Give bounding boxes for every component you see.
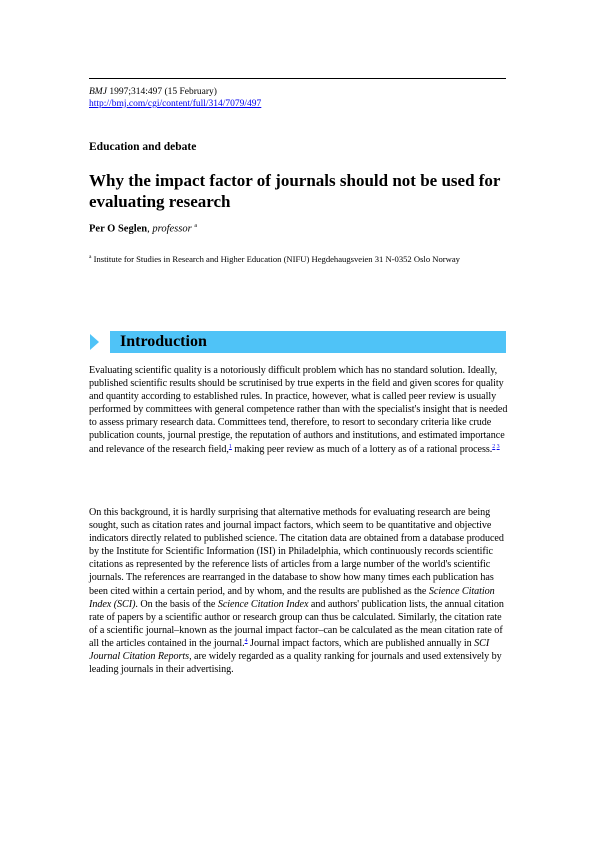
citation-line: BMJ 1997;314:497 (15 February) <box>89 86 261 98</box>
journal-name: BMJ <box>89 87 107 97</box>
affiliation-mark: a <box>89 254 92 260</box>
paragraph-1-text-a: Evaluating scientific quality is a notor… <box>89 365 508 455</box>
affiliation-text: Institute for Studies in Research and Hi… <box>91 253 460 264</box>
paragraph-2-text-c: and authors' publication lists, the annu… <box>89 598 504 649</box>
article-url-link[interactable]: http://bmj.com/cgi/content/full/314/7079… <box>89 99 262 109</box>
paragraph-2-text-d: Journal impact factors, which are publis… <box>247 637 475 649</box>
paragraph-2-text-a: On this background, it is hardly surpris… <box>89 507 504 597</box>
top-rule <box>89 78 506 79</box>
section-heading: Introduction <box>120 333 207 350</box>
paragraph-1: Evaluating scientific quality is a notor… <box>89 364 509 456</box>
reference-link-1[interactable]: 1 <box>228 443 232 450</box>
author-line: Per O Seglen, professor a <box>89 223 197 235</box>
sci-title-italic: Science Citation Index (SCI) <box>89 585 495 610</box>
arrow-icon <box>89 331 110 353</box>
paragraph-2-text-e: , are widely regarded as a quality ranki… <box>89 651 502 676</box>
author-separator: , <box>147 223 153 235</box>
section-label: Education and debate <box>89 141 197 153</box>
author-affiliation-mark: a <box>194 223 197 229</box>
reference-link-3[interactable]: 3 <box>496 443 500 450</box>
paragraph-1-text-b: making peer review as much of a lottery … <box>231 443 493 455</box>
section-heading-bar: Introduction <box>89 331 506 353</box>
sci-index-italic: Science Citation Index <box>217 598 309 610</box>
reference-link-2[interactable]: 2 <box>492 443 496 450</box>
citation-details: 1997;314:497 (15 February) <box>106 87 217 97</box>
author-role: professor <box>152 223 192 235</box>
reference-link-4[interactable]: 4 <box>244 637 248 644</box>
jcr-title-italic: SCI Journal Citation Reports <box>89 637 490 663</box>
author-name: Per O Seglen <box>89 223 148 235</box>
citation-block: BMJ 1997;314:497 (15 February) http://bm… <box>89 86 261 110</box>
affiliation: a Institute for Studies in Research and … <box>89 252 499 265</box>
paragraph-2: On this background, it is hardly surpris… <box>89 506 509 676</box>
paragraph-2-text-b: . On the basis of the <box>135 598 218 610</box>
article-title: Why the impact factor of journals should… <box>89 171 501 211</box>
